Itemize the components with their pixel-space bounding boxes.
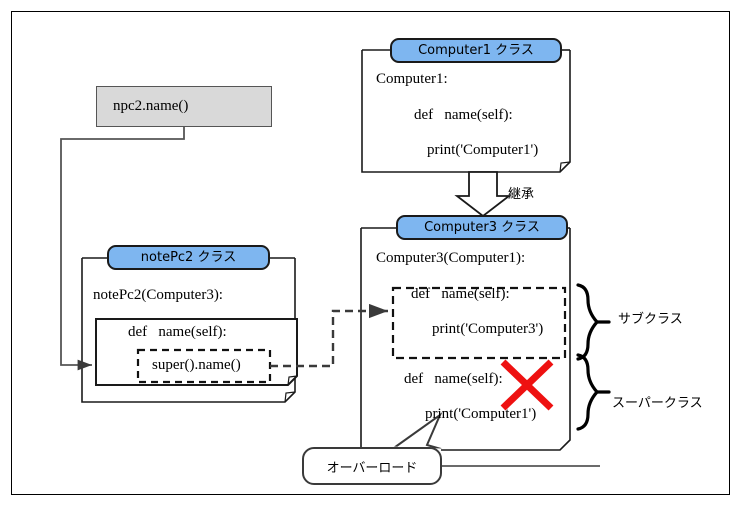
computer1-header: Computer1: [376,71,448,87]
class-badge-computer1[interactable]: Computer1 クラス [390,38,562,63]
computer1-method-body: print('Computer1') [427,142,539,158]
notepc2-method-def: def name(self): [128,324,227,340]
class-badge-computer3[interactable]: Computer3 クラス [396,215,568,240]
page-border [11,11,730,495]
computer3-subclass-method-body: print('Computer3') [432,321,544,337]
computer1-method-def: def name(self): [414,107,513,123]
overload-callout-label: オーバーロード [326,460,418,476]
call-box-label: npc2.name() [113,98,189,114]
subclass-brace-label: サブクラス [618,312,683,327]
superclass-brace-label: スーパークラス [612,396,703,411]
notepc2-method-body: super().name() [152,357,241,373]
call-box[interactable]: npc2.name() [96,86,272,127]
class-badge-notepc2[interactable]: notePc2 クラス [107,245,270,270]
overload-callout[interactable]: オーバーロード [302,447,442,485]
computer3-superclass-method-def: def name(self): [404,371,503,387]
computer3-subclass-method-def: def name(self): [411,286,510,302]
notepc2-header: notePc2(Computer3): [93,287,223,303]
computer3-superclass-method-body: print('Computer1') [425,406,537,422]
inheritance-arrow-label: 継承 [508,187,535,202]
computer3-header: Computer3(Computer1): [376,250,526,266]
